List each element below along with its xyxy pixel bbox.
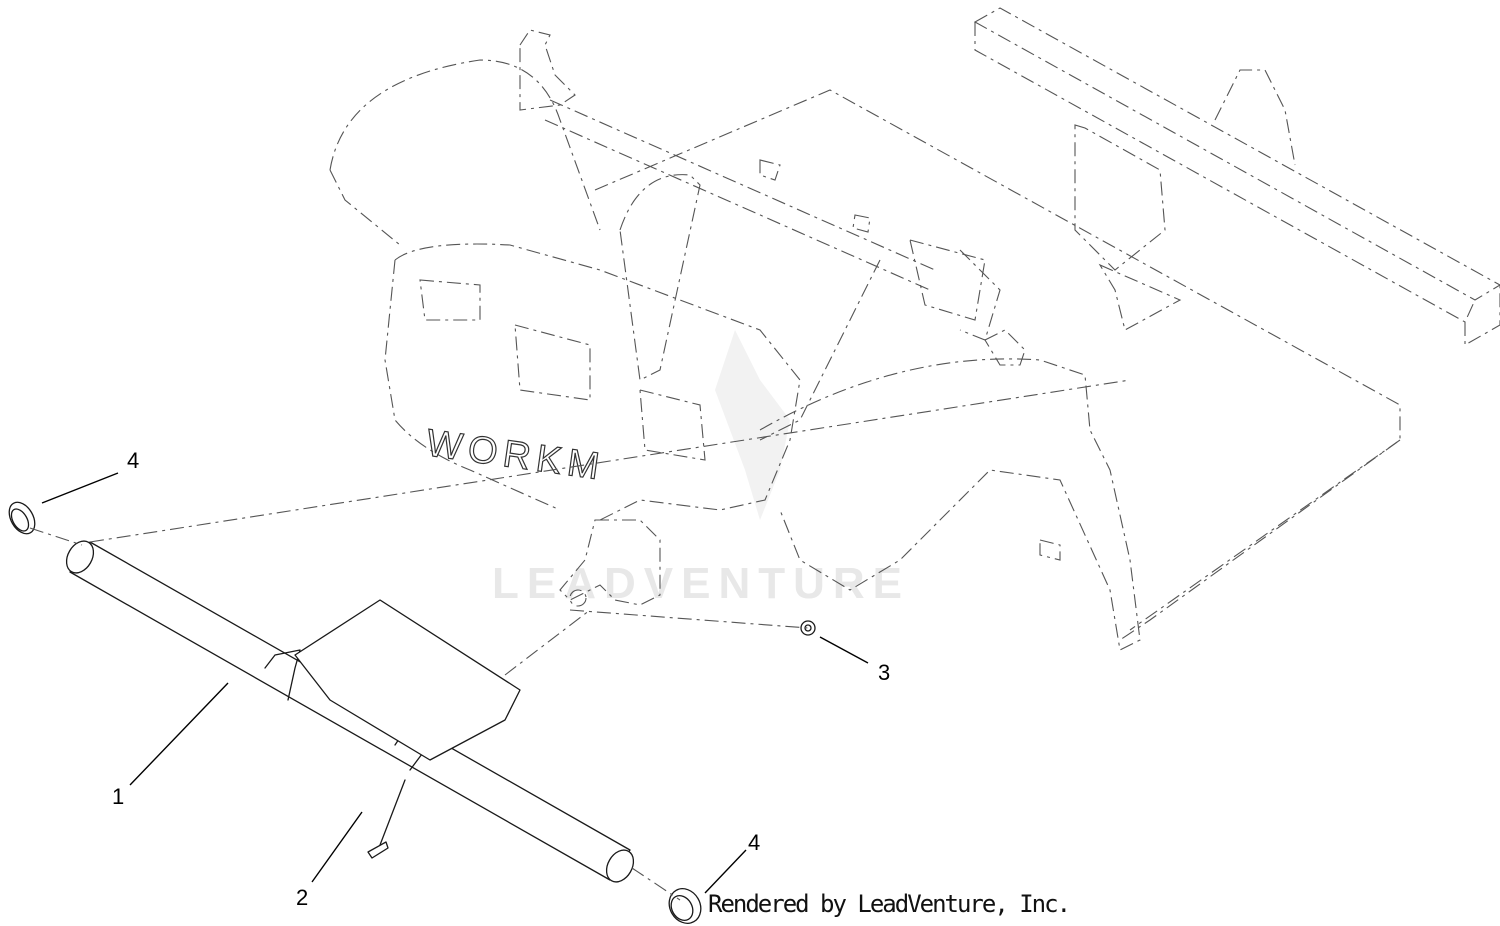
callout-4a: 4	[127, 448, 139, 473]
deck-plate	[594, 89, 1401, 641]
frame-tubes	[519, 29, 1001, 441]
rear-frame-rail	[973, 7, 1500, 346]
leadventure-watermark: LEADVENTURE	[492, 330, 910, 608]
tube-cap-4b	[668, 888, 702, 924]
bolt-2	[367, 779, 406, 859]
workman-brand-lettering: WORKM	[424, 422, 608, 489]
leader-lines	[41, 472, 869, 894]
callout-1: 1	[112, 784, 124, 809]
alignment-lines	[29, 527, 681, 901]
callout-4b: 4	[748, 830, 760, 855]
fender-body	[759, 329, 1141, 651]
bumper-tube	[65, 379, 1131, 883]
seat-shroud	[329, 59, 601, 246]
render-credit: Rendered by LeadVenture, Inc.	[708, 890, 1071, 918]
hitch-bracket	[559, 519, 661, 607]
nut-3	[569, 609, 816, 636]
callout-3: 3	[878, 660, 890, 685]
watermark-text: LEADVENTURE	[492, 559, 910, 608]
callout-2: 2	[296, 885, 308, 910]
tube-cap-4a	[8, 501, 36, 535]
